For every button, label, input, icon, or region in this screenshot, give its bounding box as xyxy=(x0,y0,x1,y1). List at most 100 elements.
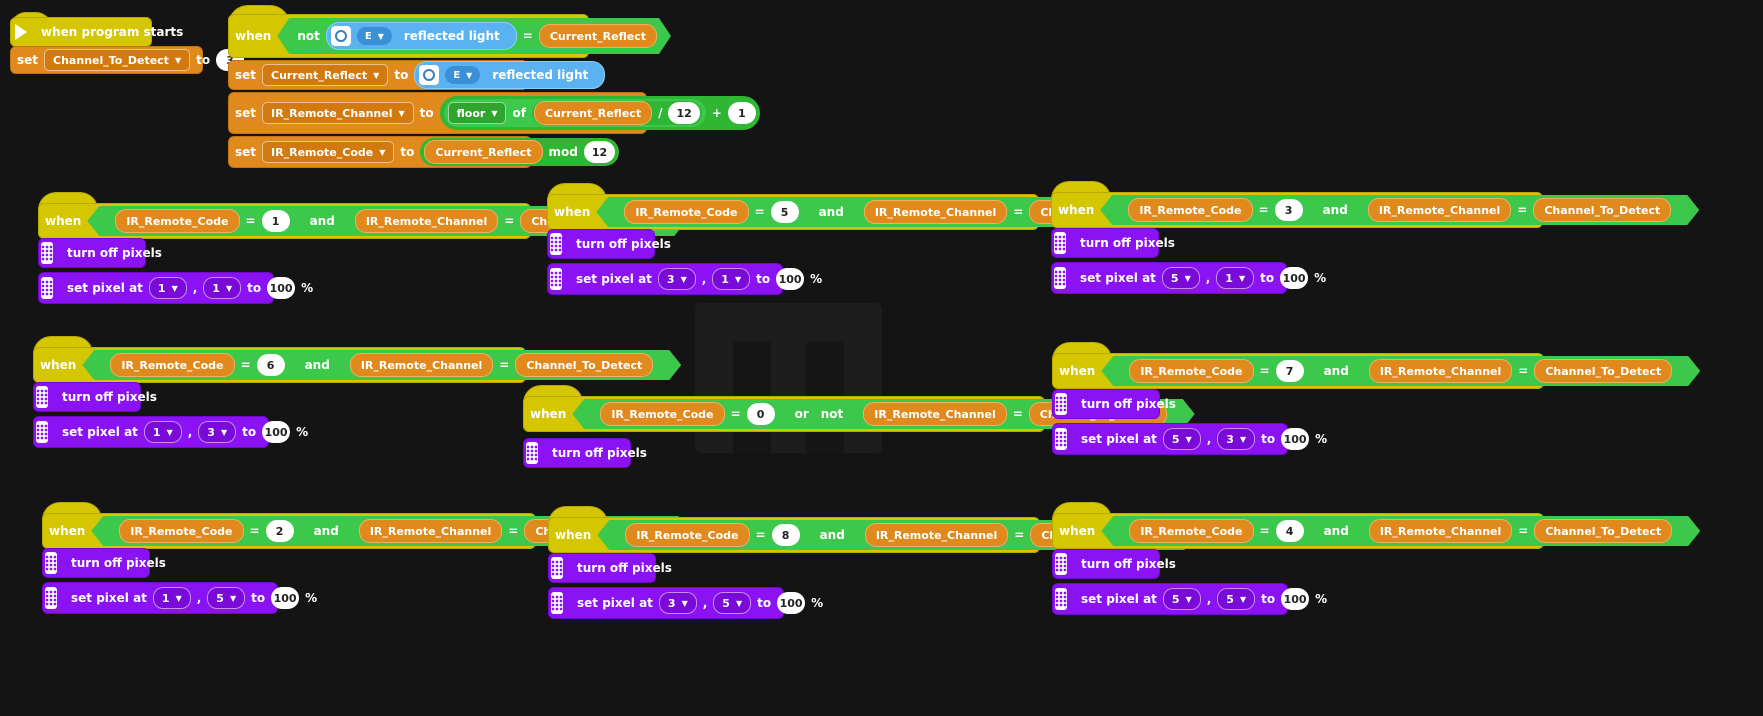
equals-operator[interactable]: IR_Remote_Channel=Channel_To_Detect xyxy=(1354,197,1685,223)
variable-reporter[interactable]: IR_Remote_Code xyxy=(110,353,234,377)
brightness-input[interactable]: 100 xyxy=(1280,267,1309,289)
set-variable-block[interactable]: set IR_Remote_Code▼ to Current_Reflect m… xyxy=(228,136,620,168)
variable-reporter[interactable]: Channel_To_Detect xyxy=(515,353,653,377)
variable-reporter[interactable]: IR_Remote_Channel xyxy=(359,519,502,543)
set-variable-block[interactable]: set Channel_To_Detect▼ to 3 xyxy=(10,46,245,74)
variable-reporter[interactable]: IR_Remote_Channel xyxy=(1369,359,1512,383)
variable-reporter[interactable]: IR_Remote_Channel xyxy=(865,523,1008,547)
y-dropdown[interactable]: 5▼ xyxy=(713,592,752,614)
variable-reporter[interactable]: Current_Reflect xyxy=(424,140,543,164)
brightness-input[interactable]: 100 xyxy=(1281,588,1310,610)
variable-dropdown[interactable]: Current_Reflect▼ xyxy=(262,64,389,86)
equals-operator[interactable]: IR_Remote_Code=4 xyxy=(1115,518,1317,544)
set-variable-block[interactable]: set IR_Remote_Channel▼ to floor▼ of Curr… xyxy=(228,92,760,134)
variable-reporter[interactable]: IR_Remote_Channel xyxy=(864,200,1007,224)
x-dropdown[interactable]: 3▼ xyxy=(658,592,697,614)
add-operator[interactable]: floor▼ of Current_Reflect / 12 + 1 xyxy=(439,96,760,130)
brightness-input[interactable]: 100 xyxy=(267,277,296,299)
brightness-input[interactable]: 100 xyxy=(262,421,291,443)
equals-operator[interactable]: IR_Remote_Channel=Channel_To_Detect xyxy=(1355,518,1686,544)
turn-off-pixels-block[interactable]: turn off pixels xyxy=(1051,228,1175,258)
value-input[interactable]: 12 xyxy=(668,102,700,124)
port-dropdown[interactable]: E▼ xyxy=(357,27,392,45)
y-dropdown[interactable]: 1▼ xyxy=(203,277,242,299)
brightness-input[interactable]: 100 xyxy=(1281,428,1310,450)
y-dropdown[interactable]: 5▼ xyxy=(207,587,246,609)
brightness-input[interactable]: 100 xyxy=(776,268,805,290)
variable-reporter[interactable]: IR_Remote_Code xyxy=(1128,198,1252,222)
x-dropdown[interactable]: 5▼ xyxy=(1162,588,1201,610)
turn-off-pixels-block[interactable]: turn off pixels xyxy=(42,548,166,578)
value-input[interactable]: 6 xyxy=(257,354,285,376)
equals-operator[interactable]: IR_Remote_Code=1 xyxy=(101,208,303,234)
not-operator[interactable]: not E▼ reflected light = Current_Reflect xyxy=(277,18,671,54)
equals-operator[interactable]: IR_Remote_Code=5 xyxy=(610,199,812,225)
y-dropdown[interactable]: 5▼ xyxy=(1217,588,1256,610)
value-input[interactable]: 2 xyxy=(266,520,294,542)
variable-dropdown[interactable]: IR_Remote_Channel▼ xyxy=(262,102,414,124)
equals-operator[interactable]: IR_Remote_Channel=Channel_To_Detect xyxy=(336,352,667,378)
variable-dropdown[interactable]: IR_Remote_Code▼ xyxy=(262,141,395,163)
value-input[interactable]: 8 xyxy=(772,524,800,546)
equals-operator[interactable]: IR_Remote_Code=8 xyxy=(611,522,813,548)
variable-reporter[interactable]: IR_Remote_Code xyxy=(119,519,243,543)
y-dropdown[interactable]: 1▼ xyxy=(1216,267,1255,289)
port-dropdown[interactable]: E▼ xyxy=(445,66,481,84)
equals-operator[interactable]: IR_Remote_Code=3 xyxy=(1114,197,1316,223)
turn-off-pixels-block[interactable]: turn off pixels xyxy=(33,382,157,412)
value-input[interactable]: 1 xyxy=(727,102,756,124)
reflected-light-sensor[interactable]: E▼ reflected light xyxy=(414,61,606,89)
when-condition-block[interactable]: when not E▼ reflected light = Current_Re… xyxy=(228,14,589,58)
brightness-input[interactable]: 100 xyxy=(271,587,300,609)
value-input[interactable]: 3 xyxy=(1275,199,1303,221)
variable-reporter[interactable]: Channel_To_Detect xyxy=(1534,519,1672,543)
equals-operator[interactable]: IR_Remote_Channel=Channel_To_Detect xyxy=(1355,358,1686,384)
variable-reporter[interactable]: IR_Remote_Channel xyxy=(355,209,498,233)
equals-operator[interactable]: IR_Remote_Code=0 xyxy=(586,401,788,427)
variable-reporter[interactable]: IR_Remote_Code xyxy=(1129,519,1253,543)
divide-operator[interactable]: Current_Reflect / 12 xyxy=(531,101,702,125)
variable-reporter[interactable]: Channel_To_Detect xyxy=(1533,198,1671,222)
turn-off-pixels-block[interactable]: turn off pixels xyxy=(547,229,671,259)
x-dropdown[interactable]: 1▼ xyxy=(143,421,182,443)
x-dropdown[interactable]: 1▼ xyxy=(148,277,187,299)
reflected-light-sensor[interactable]: E▼ reflected light xyxy=(326,22,517,50)
y-dropdown[interactable]: 1▼ xyxy=(712,268,751,290)
value-input[interactable]: 1 xyxy=(262,210,290,232)
value-input[interactable]: 12 xyxy=(583,141,616,163)
variable-reporter[interactable]: IR_Remote_Code xyxy=(624,200,748,224)
variable-reporter[interactable]: IR_Remote_Channel xyxy=(1368,198,1511,222)
variable-reporter[interactable]: Current_Reflect xyxy=(539,24,657,48)
turn-off-pixels-block[interactable]: turn off pixels xyxy=(1052,389,1176,419)
floor-operator[interactable]: floor▼ of Current_Reflect / 12 xyxy=(443,99,706,127)
y-dropdown[interactable]: 3▼ xyxy=(198,421,237,443)
value-input[interactable]: 0 xyxy=(747,403,775,425)
variable-reporter[interactable]: IR_Remote_Code xyxy=(625,523,749,547)
set-variable-block[interactable]: set Current_Reflect▼ to E▼ reflected lig… xyxy=(228,60,606,90)
equals-operator[interactable]: IR_Remote_Code=6 xyxy=(96,352,298,378)
x-dropdown[interactable]: 5▼ xyxy=(1162,428,1201,450)
variable-reporter[interactable]: IR_Remote_Channel xyxy=(863,402,1006,426)
equals-operator[interactable]: IR_Remote_Code=7 xyxy=(1115,358,1317,384)
x-dropdown[interactable]: 3▼ xyxy=(657,268,696,290)
value-input[interactable]: 5 xyxy=(771,201,799,223)
value-input[interactable]: 4 xyxy=(1276,520,1304,542)
variable-reporter[interactable]: IR_Remote_Channel xyxy=(350,353,493,377)
variable-reporter[interactable]: Current_Reflect xyxy=(533,101,653,125)
variable-reporter[interactable]: Channel_To_Detect xyxy=(1534,359,1672,383)
